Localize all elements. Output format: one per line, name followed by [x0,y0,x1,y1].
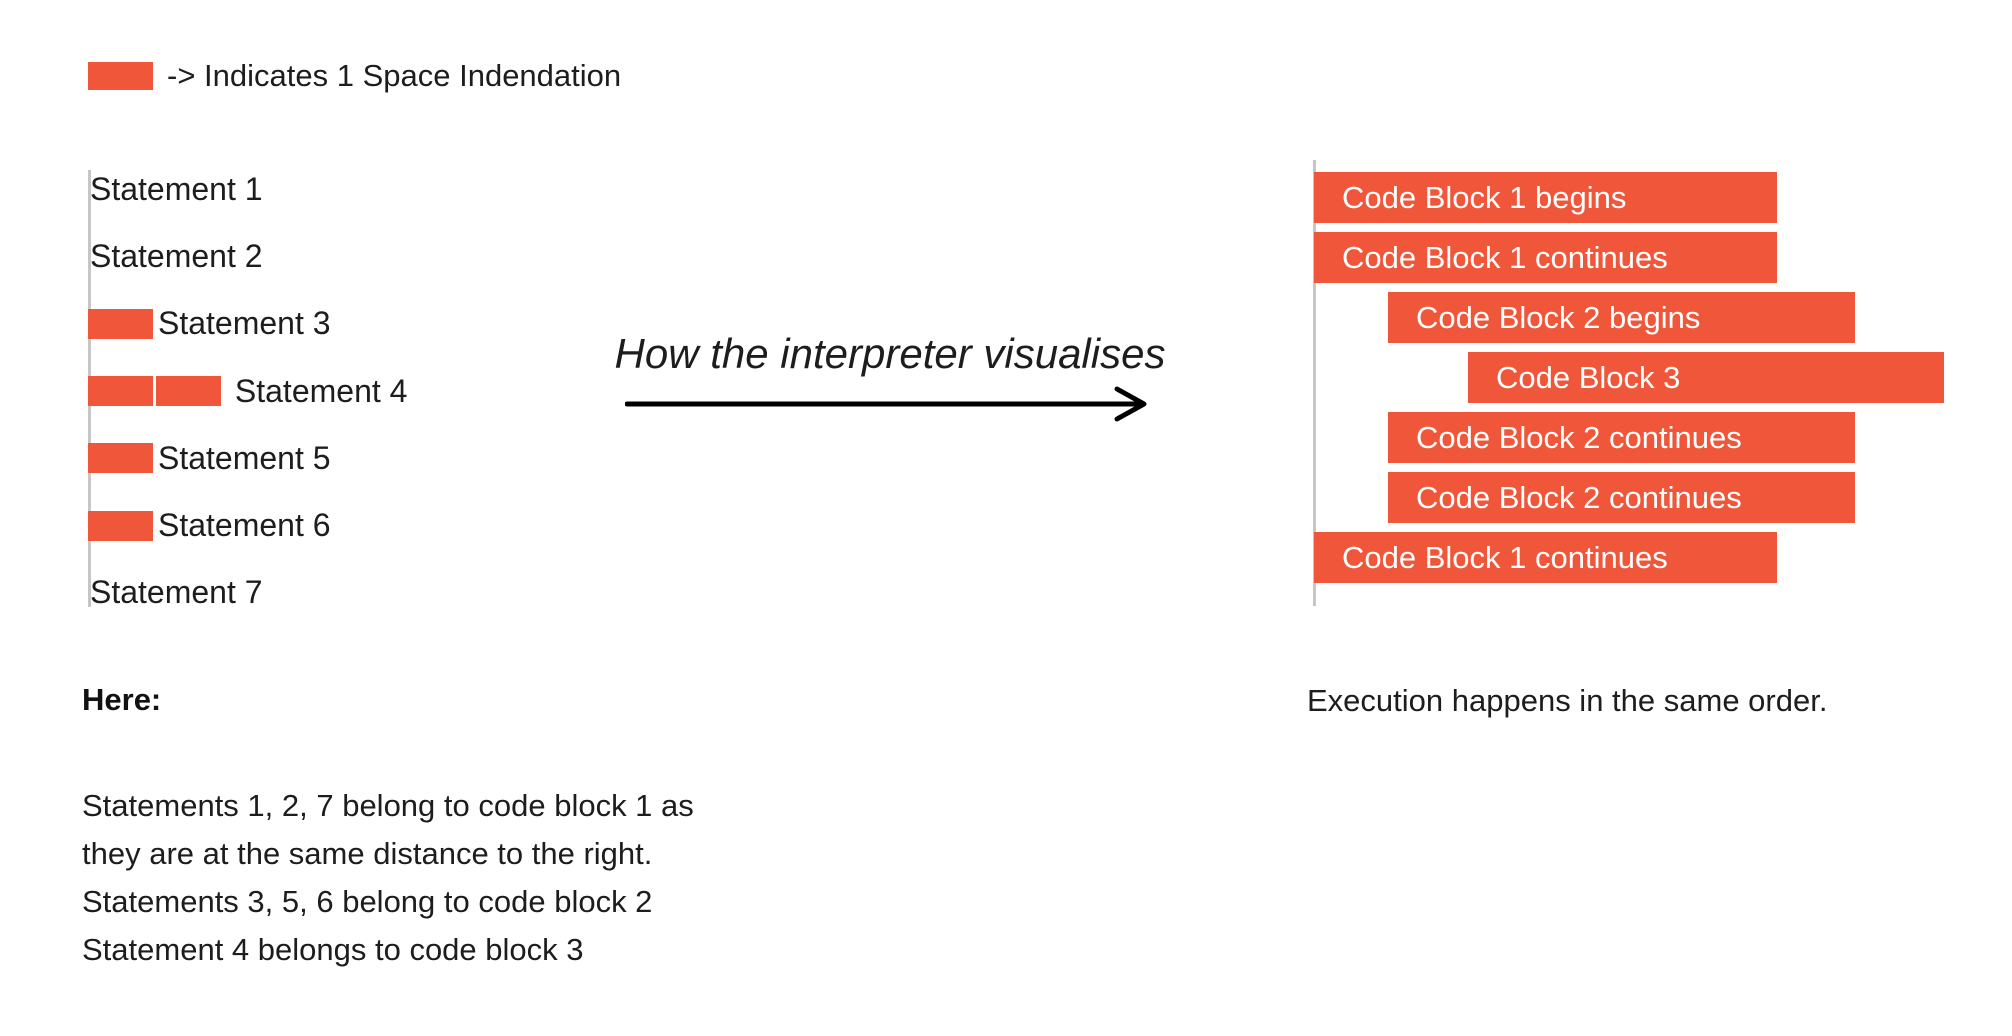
explanation-line: Statements 1, 2, 7 belong to code block … [82,788,694,823]
code-block-bar: Code Block 2 continues [1388,472,1855,523]
statement-row: Statement 1 [88,156,407,223]
code-block-bar: Code Block 1 continues [1314,532,1777,583]
explanation-line: Statement 4 belongs to code block 3 [82,932,584,967]
statement-label: Statement 7 [90,574,263,611]
indent-swatch-icon [88,62,153,90]
indent-swatch-icon [88,376,153,407]
indent-swatch-icon [88,510,153,541]
code-block-bar: Code Block 1 continues [1314,232,1777,283]
interpreter-guide-line [1313,160,1316,606]
statement-row: Statement 7 [88,559,407,626]
statement-row: Statement 5 [88,425,407,492]
statement-row: Statement 4 [88,358,407,425]
statement-row: Statement 2 [88,223,407,290]
statement-label: Statement 6 [158,507,331,544]
code-block-bar: Code Block 3 [1468,352,1944,403]
statement-label: Statement 2 [90,238,263,275]
execution-order-caption: Execution happens in the same order. [1307,683,1828,718]
indent-bars [88,308,156,339]
statement-label: Statement 5 [158,439,331,476]
legend: -> Indicates 1 Space Indendation [88,58,621,94]
explanation-line: they are at the same distance to the rig… [82,836,653,871]
statement-label: Statement 4 [226,372,408,409]
explanation-heading: Here: [82,682,162,717]
indent-swatch-icon [88,443,153,474]
right-arrow-icon [625,386,1147,422]
code-block-bar: Code Block 2 begins [1388,292,1855,343]
explanation-line: Statements 3, 5, 6 belong to code block … [82,884,653,919]
legend-label: -> Indicates 1 Space Indendation [167,58,622,93]
statement-row: Statement 3 [88,290,407,357]
statement-label: Statement 1 [90,171,263,208]
code-block-bar: Code Block 1 begins [1314,172,1777,223]
explanation-paragraph: Statements 1, 2, 7 belong to code block … [82,782,694,974]
indent-swatch-icon [88,308,153,339]
indent-swatch-icon [156,376,221,407]
code-block-bar: Code Block 2 continues [1388,412,1855,463]
statement-row: Statement 6 [88,492,407,559]
indent-bars [88,376,224,407]
statement-label: Statement 3 [158,305,331,342]
indent-bars [88,510,156,541]
indent-bars [88,443,156,474]
transition-caption: How the interpreter visualises [614,330,1166,377]
source-statements-panel: Statement 1 Statement 2 Statement 3 Stat… [88,156,407,626]
